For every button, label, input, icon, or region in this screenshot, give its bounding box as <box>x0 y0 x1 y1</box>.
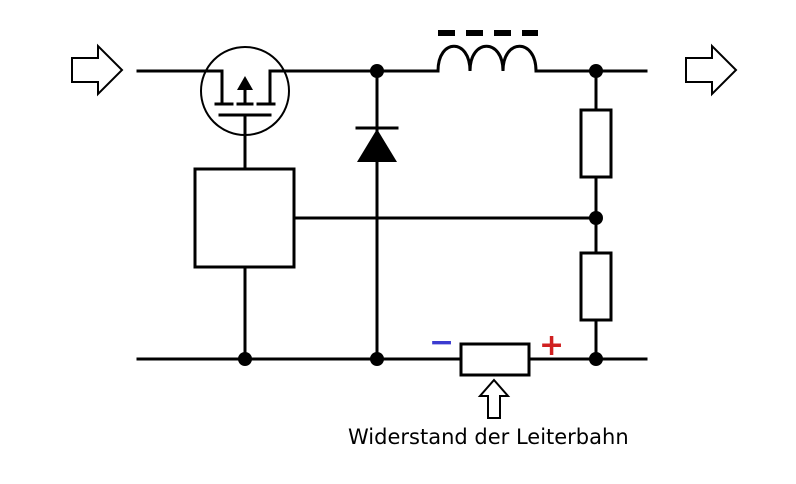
bottom-rail <box>136 342 648 377</box>
shunt-resistor <box>459 342 531 377</box>
junction-nodes <box>238 64 603 366</box>
input-arrow-icon <box>71 43 124 97</box>
mosfet-symbol <box>200 46 290 171</box>
resistor-top <box>579 108 613 179</box>
diode-symbol <box>355 69 399 361</box>
pointer-arrow-icon <box>477 378 511 419</box>
controller-block <box>193 167 296 269</box>
inductor-symbol <box>436 30 538 73</box>
resistor-bottom <box>579 251 613 322</box>
trace-resistance-label: Widerstand der Leiterbahn <box>348 425 629 449</box>
minus-sign: − <box>429 325 454 360</box>
output-arrow-icon <box>685 43 738 97</box>
plus-sign: + <box>539 328 564 363</box>
